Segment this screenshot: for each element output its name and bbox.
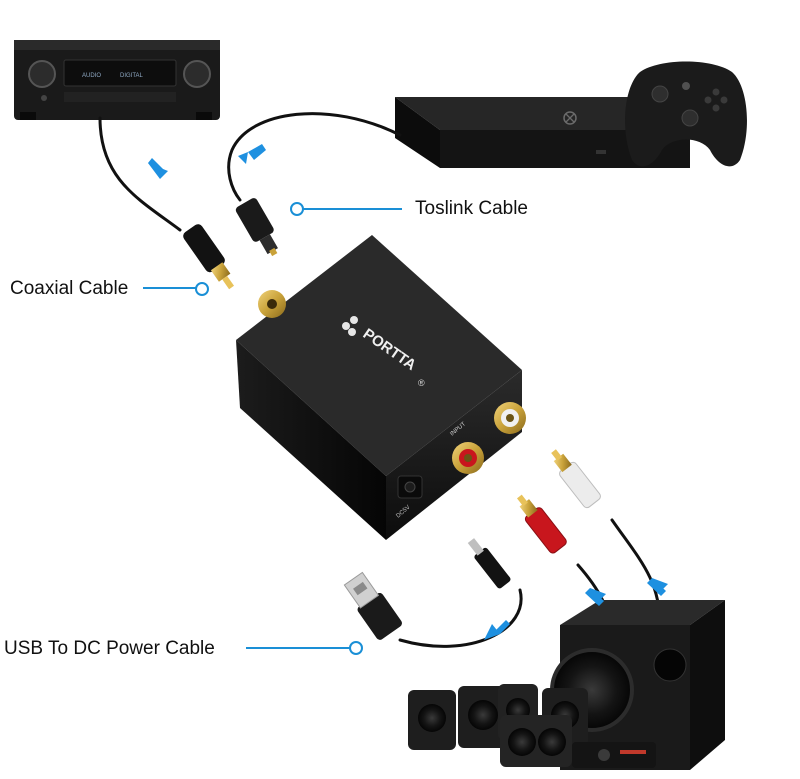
usb-power-cable-label: USB To DC Power Cable xyxy=(4,638,215,659)
receiver-display-left: AUDIO xyxy=(82,73,101,79)
toslink-cable-wire xyxy=(227,112,402,202)
game-controller xyxy=(625,61,747,167)
white-rca-plug xyxy=(551,449,601,509)
toslink-callout-dot xyxy=(290,202,304,216)
speaker-system xyxy=(408,600,725,770)
brand-registered: ® xyxy=(418,378,425,388)
coaxial-cable-label: Coaxial Cable xyxy=(10,278,129,299)
down-arrow-icon xyxy=(238,152,248,164)
coaxial-cable-wire xyxy=(98,116,182,232)
converter-box: PORTTA ® INPUT DC5V xyxy=(236,235,526,540)
coaxial-plug xyxy=(183,224,235,290)
dc-power-wire xyxy=(398,588,523,648)
callouts xyxy=(143,202,402,655)
brand-logo-icon xyxy=(342,316,358,336)
satellite-speakers xyxy=(408,684,656,768)
usb-callout-dot xyxy=(349,641,363,655)
toslink-plug xyxy=(235,198,278,257)
coaxial-callout-dot xyxy=(195,282,209,296)
toslink-cable-label: Toslink Cable xyxy=(415,198,528,219)
usb-plug xyxy=(343,571,402,640)
game-console xyxy=(395,97,690,168)
red-rca-plug xyxy=(517,494,567,554)
dc-plug xyxy=(467,538,511,589)
down-arrow-icon xyxy=(484,624,500,640)
xbox-logo-icon xyxy=(563,111,577,125)
receiver-knob-left xyxy=(28,60,56,88)
direction-arrows xyxy=(148,144,668,640)
receiver-knob-right xyxy=(183,60,211,88)
av-receiver: AUDIO DIGITAL xyxy=(14,40,220,120)
receiver-display-right: DIGITAL xyxy=(120,73,144,79)
